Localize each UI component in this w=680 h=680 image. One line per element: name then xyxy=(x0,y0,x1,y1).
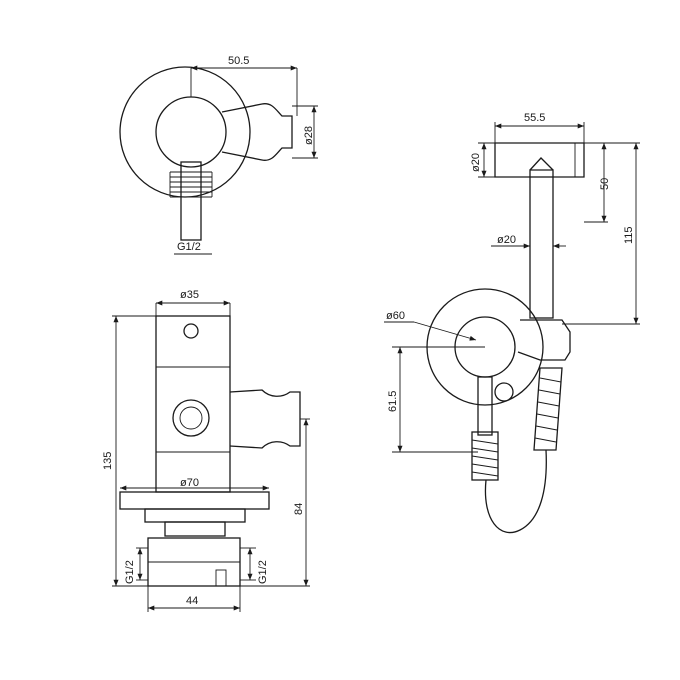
label-front-thread-left: G1/2 xyxy=(124,560,136,584)
side-hose-loop xyxy=(484,449,547,534)
dim-side-spray-dia: ø20 xyxy=(470,153,482,172)
label-top-thread: G1/2 xyxy=(177,241,201,253)
front-flange xyxy=(119,491,270,510)
side-holder xyxy=(517,319,571,361)
front-top-screw xyxy=(183,323,199,339)
side-inlet-tube xyxy=(477,376,493,436)
top-thread-lines xyxy=(169,171,213,198)
dim-front-height: 135 xyxy=(102,452,114,470)
front-body xyxy=(155,315,231,493)
front-valve-knob xyxy=(172,399,210,437)
front-holder xyxy=(229,389,301,449)
side-hose-left xyxy=(471,431,499,481)
top-valve-body xyxy=(155,96,227,168)
dim-front-outlet-height: 84 xyxy=(293,503,305,515)
side-handle xyxy=(529,176,554,319)
dim-top-width: 50.5 xyxy=(228,55,249,67)
top-thread-pipe xyxy=(180,161,202,241)
top-view: 50.5 ø28 G1/2 xyxy=(119,55,318,255)
side-hose-right xyxy=(533,367,563,451)
dim-front-flange-dia: ø70 xyxy=(180,477,199,489)
dim-side-outlet-offset: 61.5 xyxy=(387,391,399,412)
top-holder-arm xyxy=(221,103,293,161)
front-view: ø35 135 ø70 84 G1/2 G1/2 44 xyxy=(102,289,310,612)
dim-side-spray-height: 50 xyxy=(599,178,611,190)
dim-front-body-dia: ø35 xyxy=(180,289,199,301)
dim-top-holder-dia: ø28 xyxy=(303,126,315,145)
dim-front-base-width: 44 xyxy=(186,595,198,607)
side-view: 55.5 ø20 50 ø20 115 ø60 61.5 xyxy=(384,112,640,534)
dim-side-rosette-dia: ø60 xyxy=(386,310,405,322)
dim-side-total-height: 115 xyxy=(623,226,635,244)
label-front-thread-right: G1/2 xyxy=(257,560,269,584)
dim-side-spray-length: 55.5 xyxy=(524,112,545,124)
dim-side-handle-dia: ø20 xyxy=(497,234,516,246)
